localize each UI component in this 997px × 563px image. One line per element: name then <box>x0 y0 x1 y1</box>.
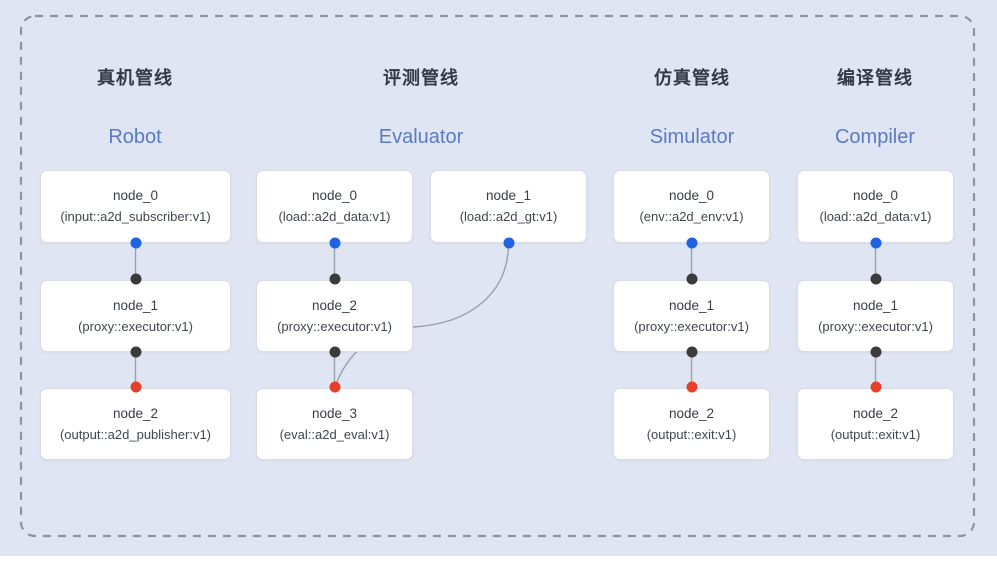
node-type: (output::exit:v1) <box>646 426 737 442</box>
port-dot-blue <box>130 237 141 249</box>
node-type: (proxy::executor:v1) <box>818 318 933 334</box>
port-dot-blue <box>870 237 881 249</box>
port-dot-black <box>329 346 340 358</box>
node-box-simulator-0: node_0 (env::a2d_env:v1) <box>613 170 770 243</box>
node-box-compiler-0: node_0 (load::a2d_data:v1) <box>797 170 954 243</box>
node-box-simulator-2: node_2 (output::exit:v1) <box>613 388 770 460</box>
port-dot-blue <box>329 237 340 249</box>
node-box-compiler-2: node_2 (output::exit:v1) <box>797 388 954 460</box>
edge-curve-gt-to-eval <box>335 242 510 385</box>
node-type: (output::a2d_publisher:v1) <box>59 426 212 442</box>
node-box-evaluator-1: node_1 (load::a2d_gt:v1) <box>430 170 587 243</box>
pipeline-title-zh-compiler: 编译管线 <box>837 68 913 88</box>
node-box-robot-2: node_2 (output::a2d_publisher:v1) <box>40 388 231 460</box>
node-type: (load::a2d_gt:v1) <box>459 209 558 224</box>
pipeline-title-en-simulator: Simulator <box>649 126 735 148</box>
port-dot-blue <box>686 237 697 249</box>
node-name: node_0 <box>311 188 358 203</box>
port-dot-blue <box>503 237 514 249</box>
pipeline-title-en-robot: Robot <box>108 126 162 148</box>
node-name: node_3 <box>311 405 358 421</box>
node-name: node_0 <box>112 188 159 203</box>
node-name: node_0 <box>852 188 899 203</box>
node-name: node_2 <box>311 297 358 313</box>
port-dot-red <box>870 381 881 393</box>
node-name: node_1 <box>668 297 715 313</box>
pipeline-title-zh-robot: 真机管线 <box>97 68 173 88</box>
node-type: (load::a2d_data:v1) <box>819 209 932 224</box>
dashed-frame-border <box>19 14 976 538</box>
node-box-evaluator-0: node_0 (load::a2d_data:v1) <box>256 170 413 243</box>
port-dot-black <box>130 273 141 285</box>
node-type: (input::a2d_subscriber:v1) <box>60 209 211 224</box>
node-box-evaluator-2: node_2 (proxy::executor:v1) <box>256 280 413 352</box>
node-name: node_2 <box>112 405 159 421</box>
node-type: (env::a2d_env:v1) <box>639 209 744 224</box>
node-box-compiler-1: node_1 (proxy::executor:v1) <box>797 280 954 352</box>
pipeline-title-zh-simulator: 仿真管线 <box>654 68 730 88</box>
pipeline-title-zh-evaluator: 评测管线 <box>383 68 459 88</box>
bottom-edge-strip <box>0 556 997 563</box>
port-dot-black <box>870 346 881 358</box>
port-dot-black <box>329 273 340 285</box>
node-name: node_2 <box>668 405 715 421</box>
node-name: node_1 <box>112 297 159 313</box>
pipeline-title-en-evaluator: Evaluator <box>378 126 464 148</box>
port-dot-red <box>686 381 697 393</box>
node-type: (proxy::executor:v1) <box>277 318 392 334</box>
node-box-evaluator-3: node_3 (eval::a2d_eval:v1) <box>256 388 413 460</box>
pipeline-title-en-compiler: Compiler <box>834 126 916 148</box>
port-dot-black <box>686 273 697 285</box>
node-name: node_1 <box>485 188 532 203</box>
node-box-robot-0: node_0 (input::a2d_subscriber:v1) <box>40 170 231 243</box>
node-box-simulator-1: node_1 (proxy::executor:v1) <box>613 280 770 352</box>
node-type: (eval::a2d_eval:v1) <box>279 426 390 442</box>
port-dot-red <box>130 381 141 393</box>
node-type: (proxy::executor:v1) <box>634 318 749 334</box>
node-type: (output::exit:v1) <box>830 426 921 442</box>
port-dot-black <box>130 346 141 358</box>
node-box-robot-1: node_1 (proxy::executor:v1) <box>40 280 231 352</box>
port-dot-black <box>870 273 881 285</box>
node-name: node_0 <box>668 188 715 203</box>
port-dot-red <box>329 381 340 393</box>
port-dot-black <box>686 346 697 358</box>
node-name: node_2 <box>852 405 899 421</box>
node-type: (proxy::executor:v1) <box>78 318 193 334</box>
node-type: (load::a2d_data:v1) <box>278 209 391 224</box>
node-name: node_1 <box>852 297 899 313</box>
